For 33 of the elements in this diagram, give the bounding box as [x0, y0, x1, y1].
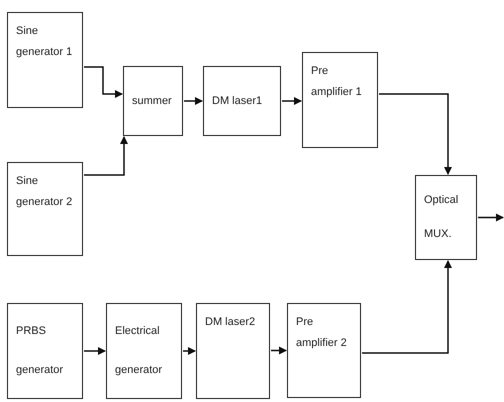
block-label: PRBS — [16, 324, 47, 340]
arrow — [362, 260, 452, 354]
block-label: Electrical — [115, 324, 161, 340]
arrow — [183, 347, 196, 355]
arrow — [282, 97, 302, 105]
block-box — [203, 66, 281, 136]
block-box — [123, 66, 183, 136]
block-box — [7, 303, 83, 399]
block-label: MUX. — [424, 226, 452, 242]
block-label: Optical — [424, 193, 460, 208]
block-label: generator — [16, 363, 64, 378]
block-label: DM laser2 — [205, 315, 256, 330]
block-box — [287, 303, 361, 398]
block-box — [7, 12, 83, 108]
block-box — [196, 303, 270, 399]
arrow — [84, 347, 106, 355]
block-box — [415, 175, 477, 260]
block-box — [106, 303, 182, 399]
arrow — [379, 93, 452, 175]
block-label: Sine generator 2 — [16, 174, 74, 210]
arrow — [184, 97, 203, 105]
block-box — [7, 162, 83, 256]
block-label: Sine generator 1 — [16, 24, 74, 60]
block-box — [302, 52, 378, 148]
block-label: Pre amplifier 2 — [296, 315, 348, 351]
block-label: Pre amplifier 1 — [311, 64, 363, 100]
arrow — [478, 214, 504, 222]
block-label: generator — [115, 363, 164, 378]
block-label: DM laser1 — [212, 94, 264, 109]
arrow — [271, 346, 287, 354]
arrow — [84, 136, 128, 176]
arrow — [84, 66, 123, 98]
block-label: summer — [132, 94, 173, 109]
